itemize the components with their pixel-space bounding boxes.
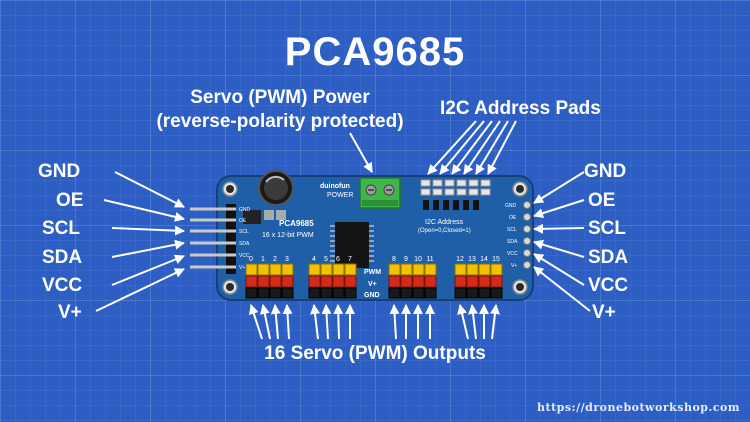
channel-number: 11 (426, 256, 433, 263)
channel-number: 1 (261, 256, 265, 263)
arrow-right-pin (533, 266, 591, 312)
arrow-output (259, 304, 271, 340)
arrow-output (389, 304, 400, 340)
silk-edge-pin: OE (239, 218, 247, 224)
pca9685-chip (330, 222, 374, 268)
right-pads (523, 201, 531, 269)
silk-right-pin: SDA (507, 239, 518, 245)
arrow-right-pin (533, 199, 585, 219)
left-header (190, 204, 236, 274)
left-pin-label-sda: SDA (42, 247, 83, 268)
capacitor (258, 170, 294, 206)
arrow-left-pin (111, 225, 185, 236)
left-pin-label-vplus: V+ (58, 302, 82, 323)
arrow-address (463, 120, 501, 175)
address-pads-label: I2C Address Pads (440, 98, 601, 119)
silk-right-pin: V+ (511, 263, 517, 269)
arrow-output (333, 304, 344, 340)
silk-rail-pwm: PWM (364, 269, 381, 276)
arrow-address (427, 120, 477, 175)
silk-addr: I2C Address (425, 219, 464, 226)
silk-edge-pin: SCL (239, 229, 249, 235)
silk-rail-v: V+ (368, 281, 377, 288)
callout-arrows (95, 120, 591, 340)
channel-number: 6 (336, 256, 340, 263)
arrow-output (310, 304, 321, 340)
arrow-output (457, 304, 469, 340)
right-pin-label-oe: OE (588, 190, 616, 211)
channel-number: 8 (392, 256, 396, 263)
arrow-left-pin (95, 268, 185, 312)
arrow-address (475, 120, 509, 175)
page-title: PCA9685 (284, 30, 466, 74)
silk-right-pin: OE (509, 215, 517, 221)
power-label-line2: (reverse-polarity protected) (156, 111, 404, 132)
channel-number: 15 (492, 256, 500, 263)
channel-number: 3 (285, 256, 289, 263)
silk-right-pin: VCC (507, 251, 518, 257)
channel-number: 2 (273, 256, 277, 263)
channel-number: 5 (324, 256, 328, 263)
arrow-right-pin (533, 239, 585, 258)
silk-rail-gnd: GND (364, 292, 380, 299)
servo-headers (245, 263, 503, 299)
arrow-address (487, 120, 517, 175)
arrow-output (270, 304, 281, 340)
arrow-left-pin (111, 239, 185, 258)
silk-addr-sub: (Open=0,Closed=1) (418, 228, 471, 234)
channel-number: 13 (468, 256, 476, 263)
arrow-output (321, 304, 332, 340)
left-pin-label-oe: OE (56, 190, 84, 211)
silk-right-pin: SCL (507, 227, 517, 233)
right-pin-label-scl: SCL (588, 218, 626, 239)
channel-number: 14 (480, 256, 488, 263)
silk-edge-pin: VCC (239, 253, 250, 259)
arrow-output (489, 304, 500, 340)
channel-number: 12 (456, 256, 464, 263)
power-terminal-block (359, 177, 401, 209)
arrow-left-pin (111, 254, 185, 286)
channel-number: 0 (249, 256, 253, 263)
power-label: Servo (PWM) Power (reverse-polarity prot… (130, 86, 430, 134)
channel-number: 10 (414, 256, 422, 263)
arrow-address (451, 120, 493, 175)
right-pin-label-gnd: GND (584, 161, 627, 182)
silk-edge-pin: V+ (239, 265, 245, 271)
address-pads (420, 179, 491, 210)
right-pin-label-vplus: V+ (592, 302, 616, 323)
silk-power: POWER (327, 192, 353, 199)
outputs-label: 16 Servo (PWM) Outputs (264, 343, 486, 364)
silk-edge-pin: SDA (239, 241, 250, 247)
silk-edge-pin: GND (239, 207, 251, 213)
silk-desc: 16 x 12-bit PWM (262, 232, 314, 239)
silk-right-pin: GND (505, 203, 517, 209)
channel-number: 4 (312, 256, 316, 263)
left-pin-label-scl: SCL (42, 218, 80, 239)
left-pin-label-gnd: GND (38, 161, 81, 182)
arrow-left-pin (103, 199, 185, 222)
left-pin-label-vcc: VCC (42, 275, 83, 296)
arrow-output (468, 304, 479, 340)
arrow-right-pin (533, 223, 585, 234)
arrow-output (282, 304, 293, 340)
power-label-line1: Servo (PWM) Power (190, 87, 370, 108)
right-pin-label-sda: SDA (588, 247, 629, 268)
arrow-power (349, 132, 373, 173)
source-url: https://dronebotworkshop.com (536, 401, 740, 414)
arrow-right-pin (533, 171, 585, 204)
channel-number: 7 (348, 256, 352, 263)
arrow-left-pin (114, 171, 185, 208)
channel-number: 9 (404, 256, 408, 263)
arrow-right-pin (533, 253, 585, 286)
right-pin-label-vcc: VCC (588, 275, 629, 296)
arrow-address (439, 120, 485, 175)
pca9685-board: duinofun POWER PCA9685 16 x 12-bit PWM I… (190, 170, 534, 301)
silk-model: PCA9685 (279, 219, 314, 228)
silk-brand: duinofun (320, 183, 350, 190)
arrow-output (249, 304, 263, 340)
